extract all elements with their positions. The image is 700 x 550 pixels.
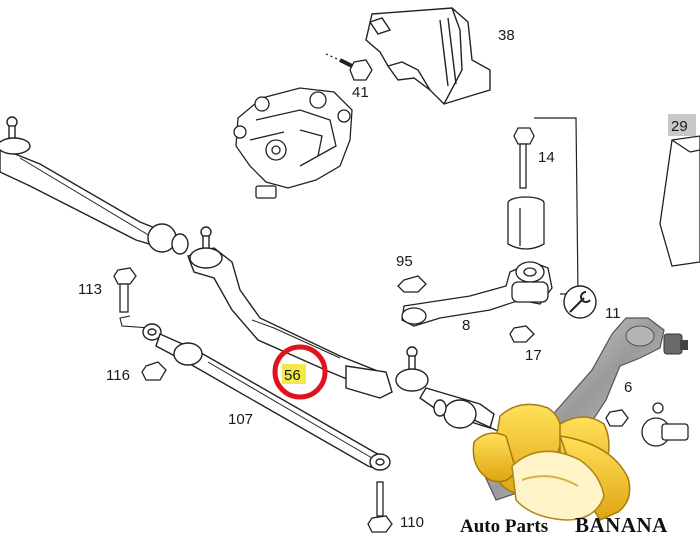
callout-95: 95	[396, 253, 413, 270]
nut-95	[397, 275, 427, 293]
callout-6: 6	[624, 379, 632, 396]
callout-116: 116	[106, 367, 130, 384]
callout-110: 110	[400, 514, 424, 531]
callout-38: 38	[498, 27, 515, 44]
bolt-14	[513, 127, 535, 189]
callout-8: 8	[462, 317, 470, 334]
highlight-label-box	[282, 364, 306, 384]
bolt-110	[367, 481, 393, 533]
callout-11: 11	[605, 305, 621, 322]
brand-name: BANANA	[575, 513, 668, 537]
group-bracket-113-116	[119, 315, 151, 329]
center-tie-rod-56	[0, 116, 501, 433]
callout-29: 29	[671, 118, 688, 135]
callout-113: 113	[78, 281, 102, 298]
outer-tie-rod-end	[605, 402, 689, 447]
bolt-113	[113, 267, 137, 313]
callout-14: 14	[538, 149, 555, 166]
brand-prefix: Auto Parts	[460, 516, 548, 537]
callout-17: 17	[525, 347, 542, 364]
nut-17	[509, 325, 535, 343]
group-bracket-14-11	[534, 117, 579, 295]
callout-41: 41	[352, 84, 369, 101]
component-29	[659, 135, 700, 267]
idler-arm-8	[401, 261, 553, 327]
bracket-38	[365, 7, 491, 105]
wrench-icon	[563, 285, 597, 319]
highlight-ring	[272, 344, 328, 400]
callout-box-29	[668, 114, 696, 136]
callout-labels: 38 41 29 14 95 113 11 8 17 116 56 6 107 …	[78, 27, 688, 531]
nut-116	[141, 361, 167, 381]
callout-56: 56	[284, 367, 301, 384]
steering-box	[233, 87, 353, 199]
callout-107: 107	[228, 411, 253, 428]
tie-rod-107	[142, 323, 391, 471]
banana-logo	[472, 403, 631, 521]
bolt-41	[325, 53, 373, 81]
bushing	[507, 196, 545, 250]
brand-watermark: Auto Parts BANANA	[460, 513, 668, 537]
